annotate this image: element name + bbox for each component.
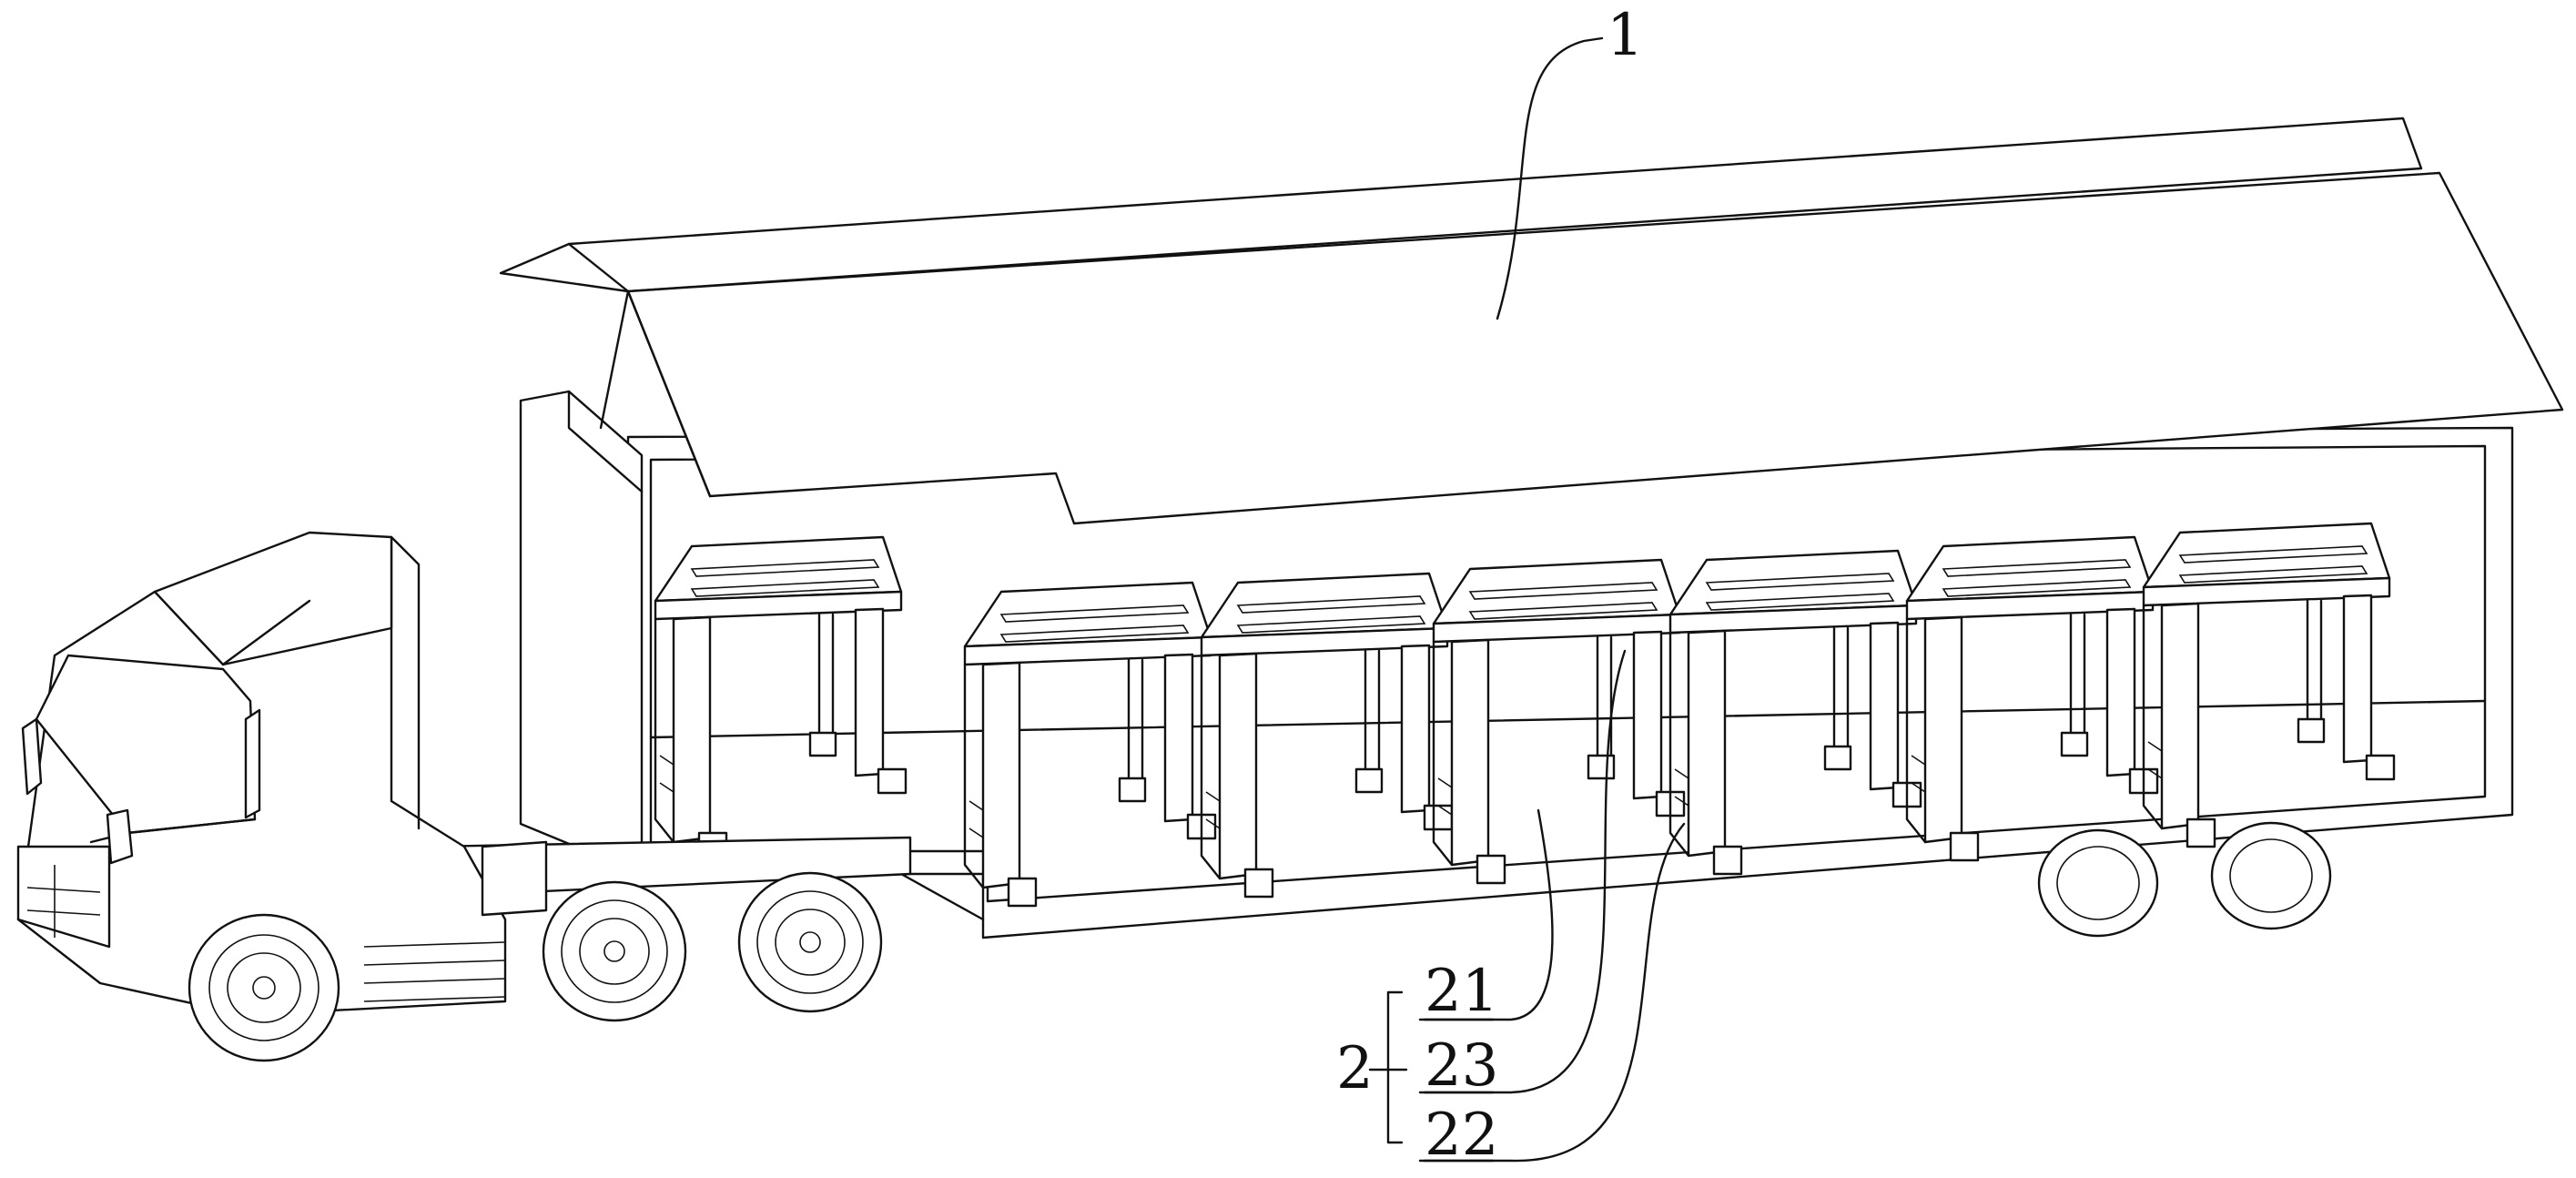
truck-wheels bbox=[188, 871, 883, 1062]
front-wheel bbox=[188, 913, 340, 1062]
leader-23 bbox=[1423, 649, 1627, 1094]
canopy bbox=[499, 117, 2564, 525]
bracket-2 bbox=[1386, 990, 1404, 1144]
trailer-rear-wheels bbox=[2037, 821, 2332, 938]
leader-21 bbox=[1423, 808, 1554, 1021]
truck-cab bbox=[16, 531, 912, 1017]
label-22: 22 bbox=[1425, 1102, 1498, 1169]
drive-wheel-2 bbox=[737, 871, 883, 1013]
label-21: 21 bbox=[1425, 958, 1498, 1025]
leader-22 bbox=[1423, 822, 1686, 1163]
leader-lines bbox=[1368, 36, 1686, 1163]
label-23: 23 bbox=[1425, 1032, 1498, 1100]
leader-1 bbox=[1496, 36, 1604, 320]
label-1: 1 bbox=[1607, 2, 1644, 69]
desk-units bbox=[654, 522, 2396, 908]
label-2: 2 bbox=[1336, 1035, 1374, 1102]
drive-wheel-1 bbox=[542, 880, 687, 1022]
